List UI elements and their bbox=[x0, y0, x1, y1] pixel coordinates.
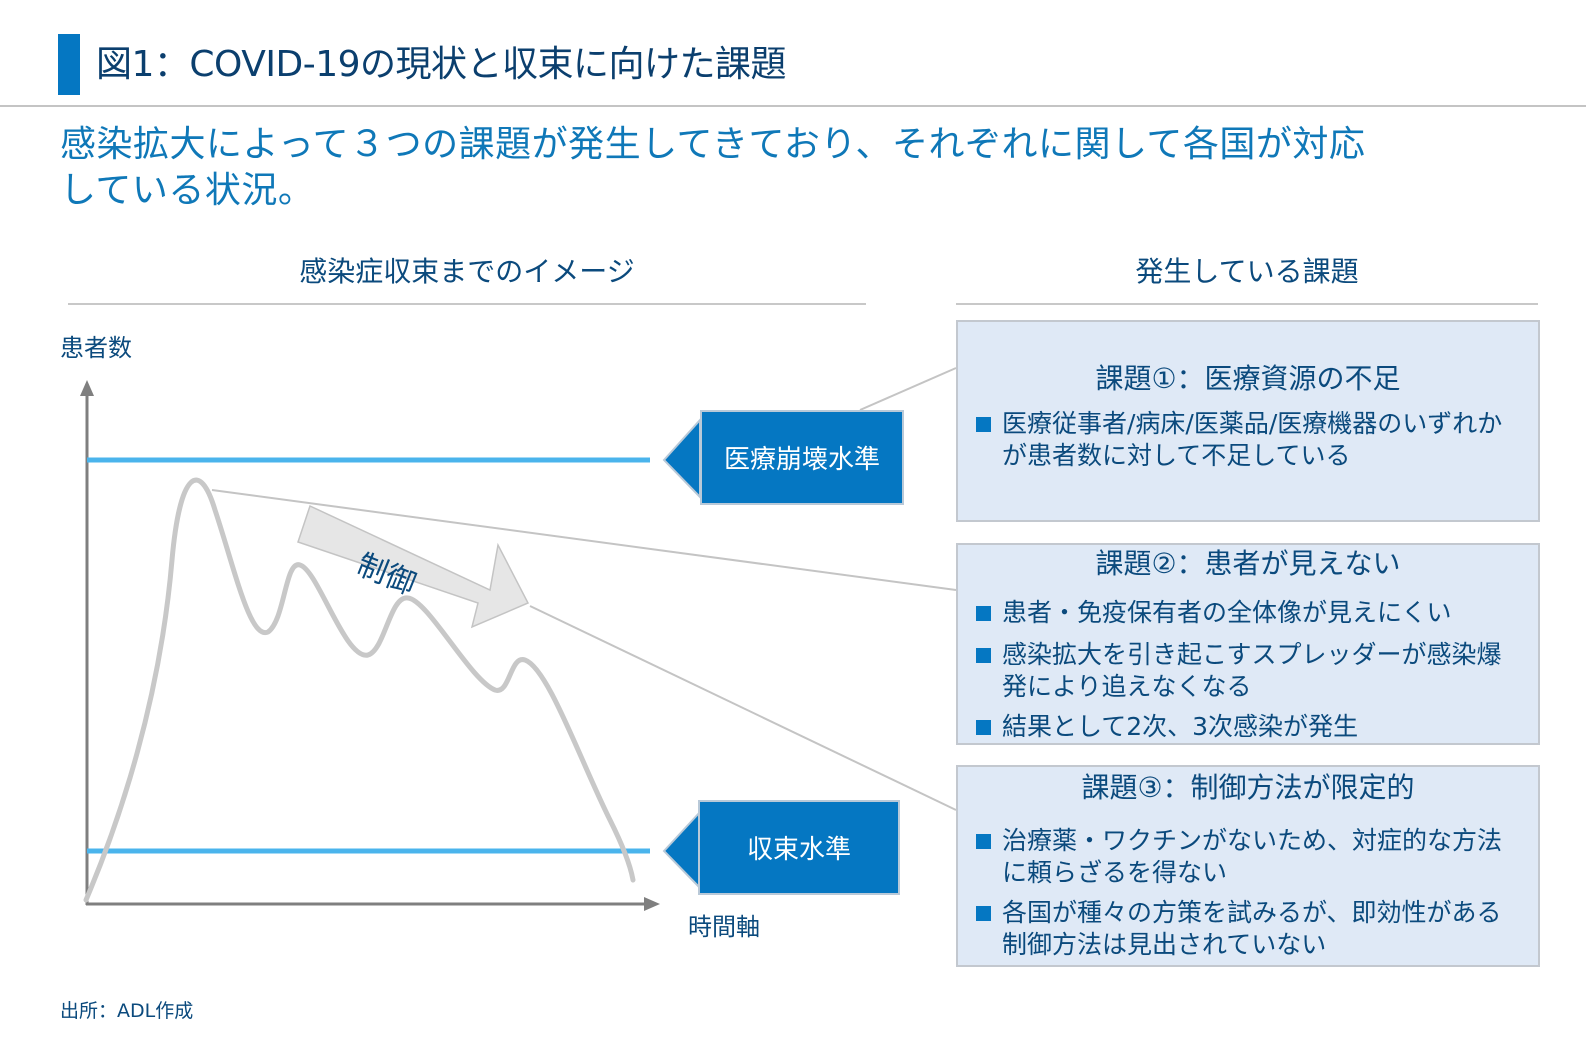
y-axis-arrowhead-icon bbox=[80, 380, 94, 396]
callout-arrow-lower-icon bbox=[662, 809, 701, 891]
right-section-heading: 発生している課題 bbox=[1135, 255, 1359, 288]
connector-line-issue-3 bbox=[529, 605, 957, 811]
issue-box-1: 課題①：医療資源の不足 医療従事者/病床/医薬品/医療機器のいずれかが患者数に対… bbox=[956, 320, 1540, 522]
y-axis-label: 患者数 bbox=[60, 334, 132, 362]
x-axis-arrowhead-icon bbox=[644, 897, 660, 911]
issue-2-bullet-2: 感染拡大を引き起こすスプレッダーが感染爆発により追えなくなる bbox=[958, 639, 1516, 703]
issue-3-title: 課題③：制御方法が限定的 bbox=[1081, 771, 1415, 804]
callout-convergence-level: 収束水準 bbox=[698, 800, 900, 895]
title-accent-bar bbox=[58, 34, 80, 95]
issue-2-bullet-1: 患者・免疫保有者の全体像が見えにくい bbox=[958, 597, 1516, 629]
issue-1-title: 課題①：医療資源の不足 bbox=[1095, 362, 1401, 395]
infection-curve bbox=[83, 477, 636, 903]
callout-medical-collapse-label: 医療崩壊水準 bbox=[723, 445, 880, 475]
x-axis-label: 時間軸 bbox=[688, 913, 760, 941]
left-section-divider bbox=[68, 303, 866, 305]
lead-line-2: している状況。 bbox=[60, 170, 315, 211]
issue-box-2: 課題②：患者が見えない 患者・免疫保有者の全体像が見えにくい 感染拡大を引き起こ… bbox=[956, 543, 1540, 745]
issue-2-bullet-3: 結果として2次、3次感染が発生 bbox=[958, 711, 1516, 743]
issue-3-bullet-1: 治療薬・ワクチンがないため、対症的な方法に頼らざるを得ない bbox=[958, 825, 1516, 889]
connector-line-issue-2 bbox=[211, 489, 957, 591]
bullet-square-icon bbox=[976, 906, 991, 921]
left-section-heading: 感染症収束までのイメージ bbox=[299, 255, 635, 288]
issue-3-bullet-2: 各国が種々の方策を試みるが、即効性がある制御方法は見出されていない bbox=[958, 897, 1516, 961]
bullet-square-icon bbox=[976, 834, 991, 849]
issue-2-title: 課題②：患者が見えない bbox=[1095, 547, 1401, 580]
title-divider bbox=[0, 105, 1586, 107]
issue-box-3: 課題③：制御方法が限定的 治療薬・ワクチンがないため、対症的な方法に頼らざるを得… bbox=[956, 765, 1540, 967]
connector-line-issue-1 bbox=[859, 367, 957, 411]
bullet-square-icon bbox=[976, 606, 991, 621]
callout-arrow-upper-icon bbox=[662, 417, 701, 500]
bullet-square-icon bbox=[976, 720, 991, 735]
right-section-divider bbox=[956, 303, 1538, 305]
bullet-square-icon bbox=[976, 648, 991, 663]
issue-1-bullet-1: 医療従事者/病床/医薬品/医療機器のいずれかが患者数に対して不足している bbox=[958, 408, 1508, 472]
lead-line-1: 感染拡大によって３つの課題が発生してきており、それぞれに関して各国が対応 bbox=[60, 124, 1366, 165]
lead-message: 感染拡大によって３つの課題が発生してきており、それぞれに関して各国が対応 してい… bbox=[60, 122, 1550, 214]
bullet-square-icon bbox=[976, 417, 991, 432]
page-title: 図1：COVID-19の現状と収束に向けた課題 bbox=[96, 44, 787, 85]
callout-convergence-label: 収束水準 bbox=[746, 835, 851, 865]
control-arrow-icon bbox=[297, 504, 530, 629]
source-note: 出所：ADL作成 bbox=[60, 1000, 194, 1022]
callout-medical-collapse-level: 医療崩壊水準 bbox=[700, 410, 904, 505]
